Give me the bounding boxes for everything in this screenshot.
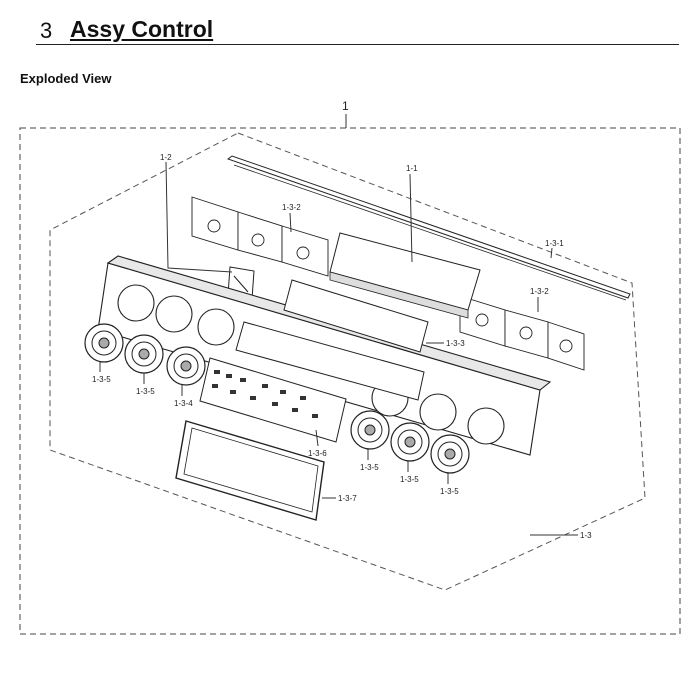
callout-1-3-7: 1-3-7 bbox=[338, 494, 357, 503]
callout-knob-right-b: 1-3-5 bbox=[400, 475, 419, 484]
main-pcb bbox=[329, 232, 481, 319]
knob-right-c bbox=[430, 434, 470, 474]
assembly-boundary bbox=[49, 132, 646, 591]
callout-knob-left-special: 1-3-4 bbox=[174, 399, 193, 408]
right-bracket-group bbox=[459, 295, 585, 371]
knob-right-a bbox=[350, 410, 390, 450]
touch-membrane bbox=[199, 357, 347, 443]
callout-1-1: 1-1 bbox=[406, 164, 418, 173]
callout-1-3: 1-3 bbox=[580, 531, 592, 540]
callout-1-3-1: 1-3-1 bbox=[545, 239, 564, 248]
knob-left-b bbox=[124, 334, 164, 374]
knob-right-b bbox=[390, 422, 430, 462]
section-header: 3 Assy Control bbox=[36, 14, 679, 45]
top-rail bbox=[226, 155, 631, 301]
callout-1-2: 1-2 bbox=[160, 153, 172, 162]
left-bracket-group bbox=[191, 196, 329, 277]
callout-knob-left-b: 1-3-5 bbox=[136, 387, 155, 396]
section-title: Assy Control bbox=[70, 16, 214, 42]
callout-top: 1 bbox=[342, 99, 349, 113]
display-window bbox=[175, 420, 325, 521]
callout-knob-right-c: 1-3-5 bbox=[440, 487, 459, 496]
knob-left-special bbox=[166, 346, 206, 386]
outer-boundary bbox=[19, 127, 681, 635]
knob-left-a bbox=[84, 323, 124, 363]
callout-1-3-2-left: 1-3-2 bbox=[282, 203, 301, 212]
exploded-view-heading: Exploded View bbox=[20, 71, 112, 86]
section-number: 3 bbox=[40, 18, 53, 43]
callout-1-3-6: 1-3-6 bbox=[308, 449, 327, 458]
callout-1-3-3: 1-3-3 bbox=[446, 339, 465, 348]
callout-knob-right-a: 1-3-5 bbox=[360, 463, 379, 472]
callout-knob-left-a: 1-3-5 bbox=[92, 375, 111, 384]
sub-pcb bbox=[235, 279, 429, 401]
callout-1-3-2-right: 1-3-2 bbox=[530, 287, 549, 296]
